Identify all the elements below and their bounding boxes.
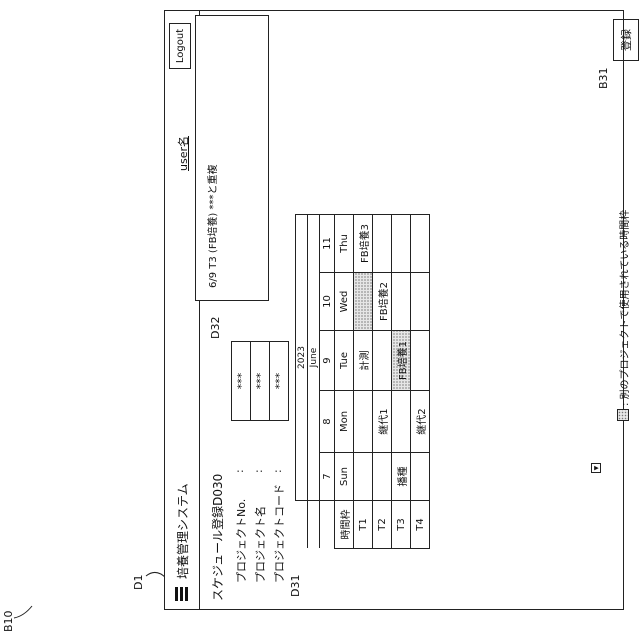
project-name-label: プロジェクト名 xyxy=(252,506,268,583)
schedule-cell[interactable] xyxy=(392,273,411,331)
schedule-cell[interactable] xyxy=(392,391,411,453)
user-name-link[interactable]: user名 xyxy=(175,136,191,171)
schedule-cell[interactable] xyxy=(373,215,392,273)
calendar-corner-blank-3 xyxy=(320,501,335,549)
weekday-header: Wed xyxy=(335,273,354,331)
project-code-colon: : xyxy=(271,469,284,473)
schedule-cell-sun-t3[interactable]: 播種 xyxy=(392,453,411,501)
legend-text: : 別のプロジェクトで使用されている時間枠 xyxy=(616,210,631,406)
time-slot-label: T3 xyxy=(392,501,411,549)
project-no-label: プロジェクトNo. xyxy=(233,499,249,583)
calendar-year: 2023 xyxy=(296,215,308,501)
schedule-cell[interactable] xyxy=(411,331,430,391)
weekday-header: Tue xyxy=(335,331,354,391)
schedule-cell[interactable] xyxy=(411,215,430,273)
calendar-corner-blank-2 xyxy=(308,501,320,549)
schedule-cell-mon-t4[interactable]: 継代2 xyxy=(411,391,430,453)
date-header: 11 xyxy=(320,215,335,273)
schedule-cell-occupied xyxy=(354,273,373,331)
ref-label-d32: D32 xyxy=(209,317,222,339)
screen-title: スケジュール登録D030 xyxy=(209,474,226,601)
project-code-value: *** xyxy=(270,342,289,421)
project-info-table: *** *** *** xyxy=(231,341,289,421)
logout-button[interactable]: Logout xyxy=(169,23,191,69)
schedule-cell-thu-t1[interactable]: FB培養3 xyxy=(354,215,373,273)
date-header: 9 xyxy=(320,331,335,391)
project-name-colon: : xyxy=(252,469,265,473)
schedule-cell[interactable] xyxy=(354,453,373,501)
schedule-cell[interactable] xyxy=(373,331,392,391)
time-slot-label: T1 xyxy=(354,501,373,549)
project-code-label: プロジェクトコード xyxy=(271,484,287,583)
schedule-cell[interactable] xyxy=(373,453,392,501)
time-slot-label: T4 xyxy=(411,501,430,549)
weekday-header: Sun xyxy=(335,453,354,501)
ref-label-b31: B31 xyxy=(597,67,610,89)
schedule-cell-wed-t2[interactable]: FB培養2 xyxy=(373,273,392,331)
project-no-colon: : xyxy=(233,469,246,473)
schedule-cell[interactable] xyxy=(354,391,373,453)
time-slot-label: T2 xyxy=(373,501,392,549)
weekday-header: Mon xyxy=(335,391,354,453)
schedule-cell[interactable] xyxy=(411,273,430,331)
scroll-down-icon[interactable]: ▼ xyxy=(591,463,601,473)
conflict-message-box: 6/9 T3 (FB培養) ***と重複 xyxy=(195,15,269,301)
date-header: 7 xyxy=(320,453,335,501)
date-header: 8 xyxy=(320,391,335,453)
calendar-corner-blank xyxy=(296,501,308,549)
project-name-value: *** xyxy=(251,342,270,421)
schedule-cell[interactable] xyxy=(411,453,430,501)
calendar-month: June xyxy=(308,215,320,501)
time-slot-header: 時間枠 xyxy=(335,501,354,549)
app-title: 培養管理システム xyxy=(174,483,191,579)
schedule-cell[interactable] xyxy=(392,215,411,273)
app-window: 培養管理システム user名 Logout スケジュール登録D030 プロジェク… xyxy=(164,10,624,610)
hamburger-menu-icon[interactable] xyxy=(175,587,188,601)
conflict-message-text: 6/9 T3 (FB培養) ***と重複 xyxy=(204,164,219,288)
weekday-header: Thu xyxy=(335,215,354,273)
schedule-calendar: 2023 June 7 8 9 10 11 時間枠 Sun Mon Tue We… xyxy=(295,214,430,549)
date-header: 10 xyxy=(320,273,335,331)
register-button[interactable]: 登録 xyxy=(613,19,639,61)
ref-label-d31: D31 xyxy=(289,575,302,597)
legend-swatch xyxy=(617,409,629,421)
schedule-cell-mon-t2[interactable]: 継代1 xyxy=(373,391,392,453)
schedule-cell-tue-t3-conflict[interactable]: FB培養1 xyxy=(392,331,411,391)
schedule-cell-tue-t1[interactable]: 計測 xyxy=(354,331,373,391)
project-no-value: *** xyxy=(232,342,251,421)
